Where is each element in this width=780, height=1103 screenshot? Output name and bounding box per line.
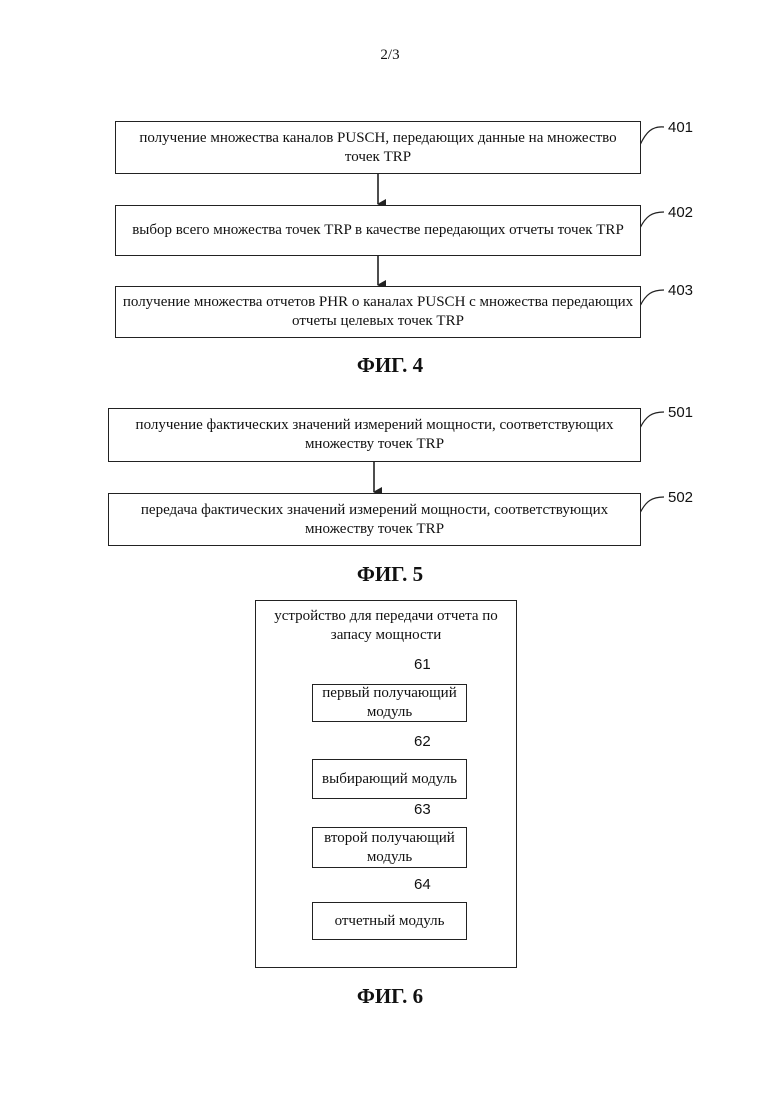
module-64: отчетный модуль — [312, 902, 467, 940]
ref-label-402: 402 — [668, 204, 693, 221]
module-63: второй получающий модуль — [312, 827, 467, 868]
module-62: выбирающий модуль — [312, 759, 467, 799]
flow-step-402: выбор всего множества точек TRP в качест… — [115, 205, 641, 256]
flow-step-501-text: получение фактических значений измерений… — [115, 416, 634, 454]
figure-5-caption: ФИГ. 5 — [0, 562, 780, 587]
leader-501 — [640, 412, 664, 428]
figure-4-caption: ФИГ. 4 — [0, 353, 780, 378]
ref-label-502: 502 — [668, 489, 693, 506]
flow-step-403: получение множества отчетов PHR о канала… — [115, 286, 641, 338]
ref-label-62: 62 — [414, 733, 431, 750]
flow-step-401-text: получение множества каналов PUSCH, перед… — [122, 129, 634, 167]
ref-label-501: 501 — [668, 404, 693, 421]
flow-step-502: передача фактических значений измерений … — [108, 493, 641, 546]
leader-403 — [640, 290, 664, 306]
ref-label-64: 64 — [414, 876, 431, 893]
leader-502 — [640, 497, 664, 513]
module-64-text: отчетный модуль — [335, 912, 445, 931]
leader-401 — [640, 127, 664, 145]
ref-label-63: 63 — [414, 801, 431, 818]
figure-6-caption: ФИГ. 6 — [0, 984, 780, 1009]
module-61-text: первый получающий модуль — [319, 684, 460, 722]
module-62-text: выбирающий модуль — [322, 770, 457, 789]
flow-step-401: получение множества каналов PUSCH, перед… — [115, 121, 641, 174]
ref-label-403: 403 — [668, 282, 693, 299]
flow-step-501: получение фактических значений измерений… — [108, 408, 641, 462]
flow-step-403-text: получение множества отчетов PHR о канала… — [122, 293, 634, 331]
ref-label-401: 401 — [668, 119, 693, 136]
ref-label-61: 61 — [414, 656, 431, 673]
device-title: устройство для передачи отчета по запасу… — [256, 607, 516, 645]
flow-step-502-text: передача фактических значений измерений … — [115, 501, 634, 539]
module-61: первый получающий модуль — [312, 684, 467, 722]
flow-step-402-text: выбор всего множества точек TRP в качест… — [132, 221, 624, 240]
module-63-text: второй получающий модуль — [319, 829, 460, 867]
leader-402 — [640, 212, 664, 228]
